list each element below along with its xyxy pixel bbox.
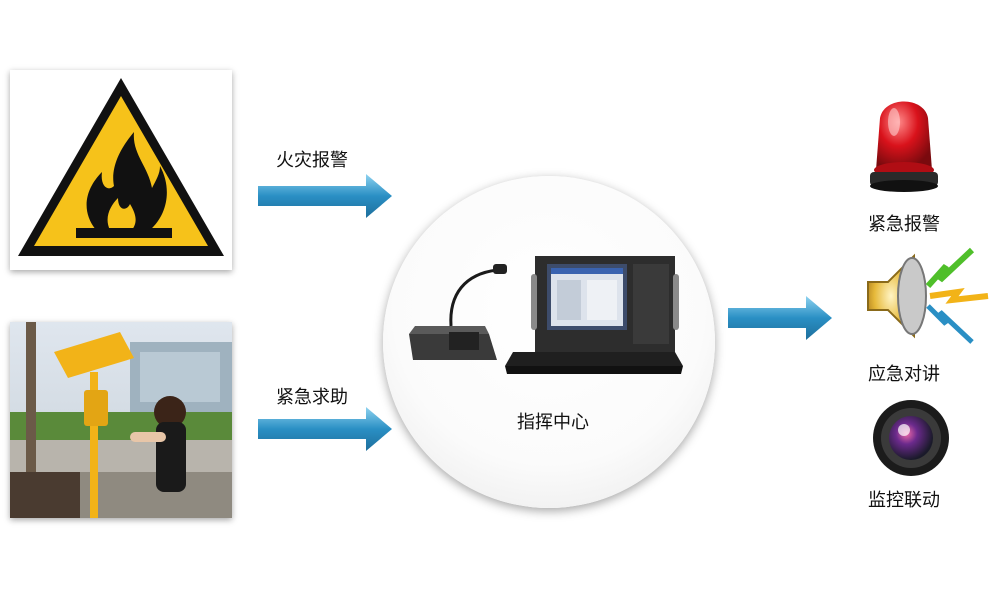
command-center-hub: 指挥中心 bbox=[383, 176, 715, 508]
fire-alarm-label: 火灾报警 bbox=[276, 150, 348, 171]
emergency-help-label: 紧急求助 bbox=[276, 387, 348, 408]
camera-lens-icon bbox=[873, 400, 949, 476]
monitoring-linkage-label: 监控联动 bbox=[868, 490, 940, 511]
fire-warning-sign-icon bbox=[18, 78, 224, 256]
red-beacon-icon bbox=[870, 101, 938, 192]
emergency-intercom-label: 应急对讲 bbox=[868, 364, 940, 385]
arrow-hub-to-outputs-icon bbox=[728, 296, 832, 340]
emergency-call-photo bbox=[10, 322, 232, 518]
emergency-alarm-label: 紧急报警 bbox=[868, 214, 940, 235]
arrow-fire-to-hub-icon bbox=[258, 174, 392, 218]
speaker-icon bbox=[867, 247, 989, 344]
arrow-sos-to-hub-icon bbox=[258, 407, 392, 451]
emergency-call-pillar-photo bbox=[10, 322, 232, 518]
command-console-icon bbox=[409, 256, 683, 374]
fire-alarm-panel bbox=[10, 70, 232, 270]
command-center-label: 指挥中心 bbox=[517, 412, 589, 433]
